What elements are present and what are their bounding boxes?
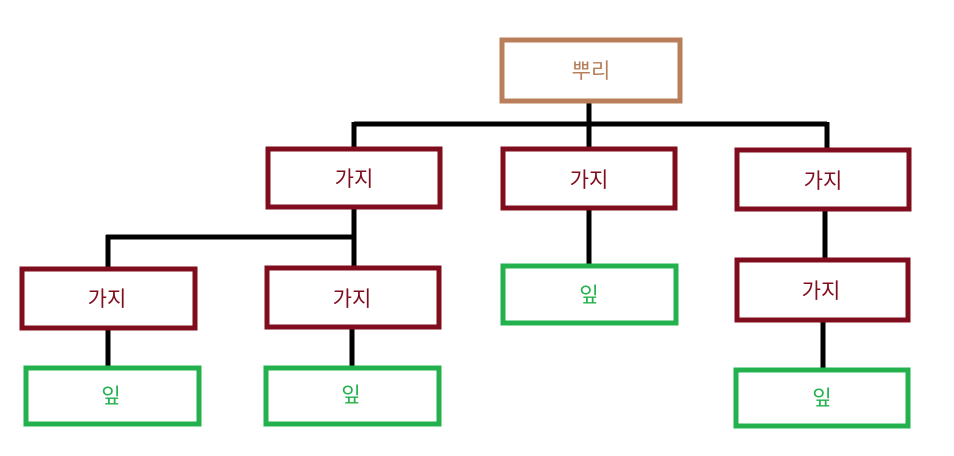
node-root-box xyxy=(499,37,683,104)
node-branch-left-child-2-label: 가지 xyxy=(333,287,372,311)
node-leaf-1: 잎 xyxy=(23,365,202,427)
node-branch-left-child-1: 가지 xyxy=(19,266,198,331)
node-branch-right-child-box xyxy=(734,257,911,323)
node-branch-left-child-1-box xyxy=(19,266,198,331)
node-leaf-2-box xyxy=(263,365,442,427)
connectors xyxy=(105,101,830,370)
node-branch-right-label: 가지 xyxy=(804,169,843,193)
node-branch-right-box xyxy=(734,147,912,212)
node-leaf-right-box xyxy=(733,367,911,429)
node-branch-right-child: 가지 xyxy=(734,257,911,323)
node-leaf-2: 잎 xyxy=(263,365,442,427)
node-branch-left-child-2: 가지 xyxy=(264,265,442,330)
node-branch-left-label: 가지 xyxy=(335,167,374,191)
node-leaf-right: 잎 xyxy=(733,367,911,429)
node-leaf-right-label: 잎 xyxy=(812,386,831,410)
node-branch-middle-label: 가지 xyxy=(570,168,609,192)
node-branch-left-child-2-box xyxy=(264,265,442,330)
node-leaf-middle-box xyxy=(500,263,679,326)
node-leaf-1-box xyxy=(23,365,202,427)
node-branch-middle: 가지 xyxy=(500,146,678,211)
node-branch-right: 가지 xyxy=(734,147,912,212)
node-leaf-2-label: 잎 xyxy=(341,383,360,407)
node-leaf-1-label: 잎 xyxy=(101,384,120,408)
node-leaf-middle-label: 잎 xyxy=(579,283,598,307)
node-branch-left-child-1-label: 가지 xyxy=(88,287,127,311)
node-leaf-middle: 잎 xyxy=(500,263,679,326)
node-root-label: 뿌리 xyxy=(572,59,611,83)
node-root: 뿌리 xyxy=(499,37,683,104)
node-branch-left: 가지 xyxy=(265,146,443,210)
node-branch-left-box xyxy=(265,146,443,210)
node-branch-middle-box xyxy=(500,146,678,211)
node-branch-right-child-label: 가지 xyxy=(802,279,841,303)
